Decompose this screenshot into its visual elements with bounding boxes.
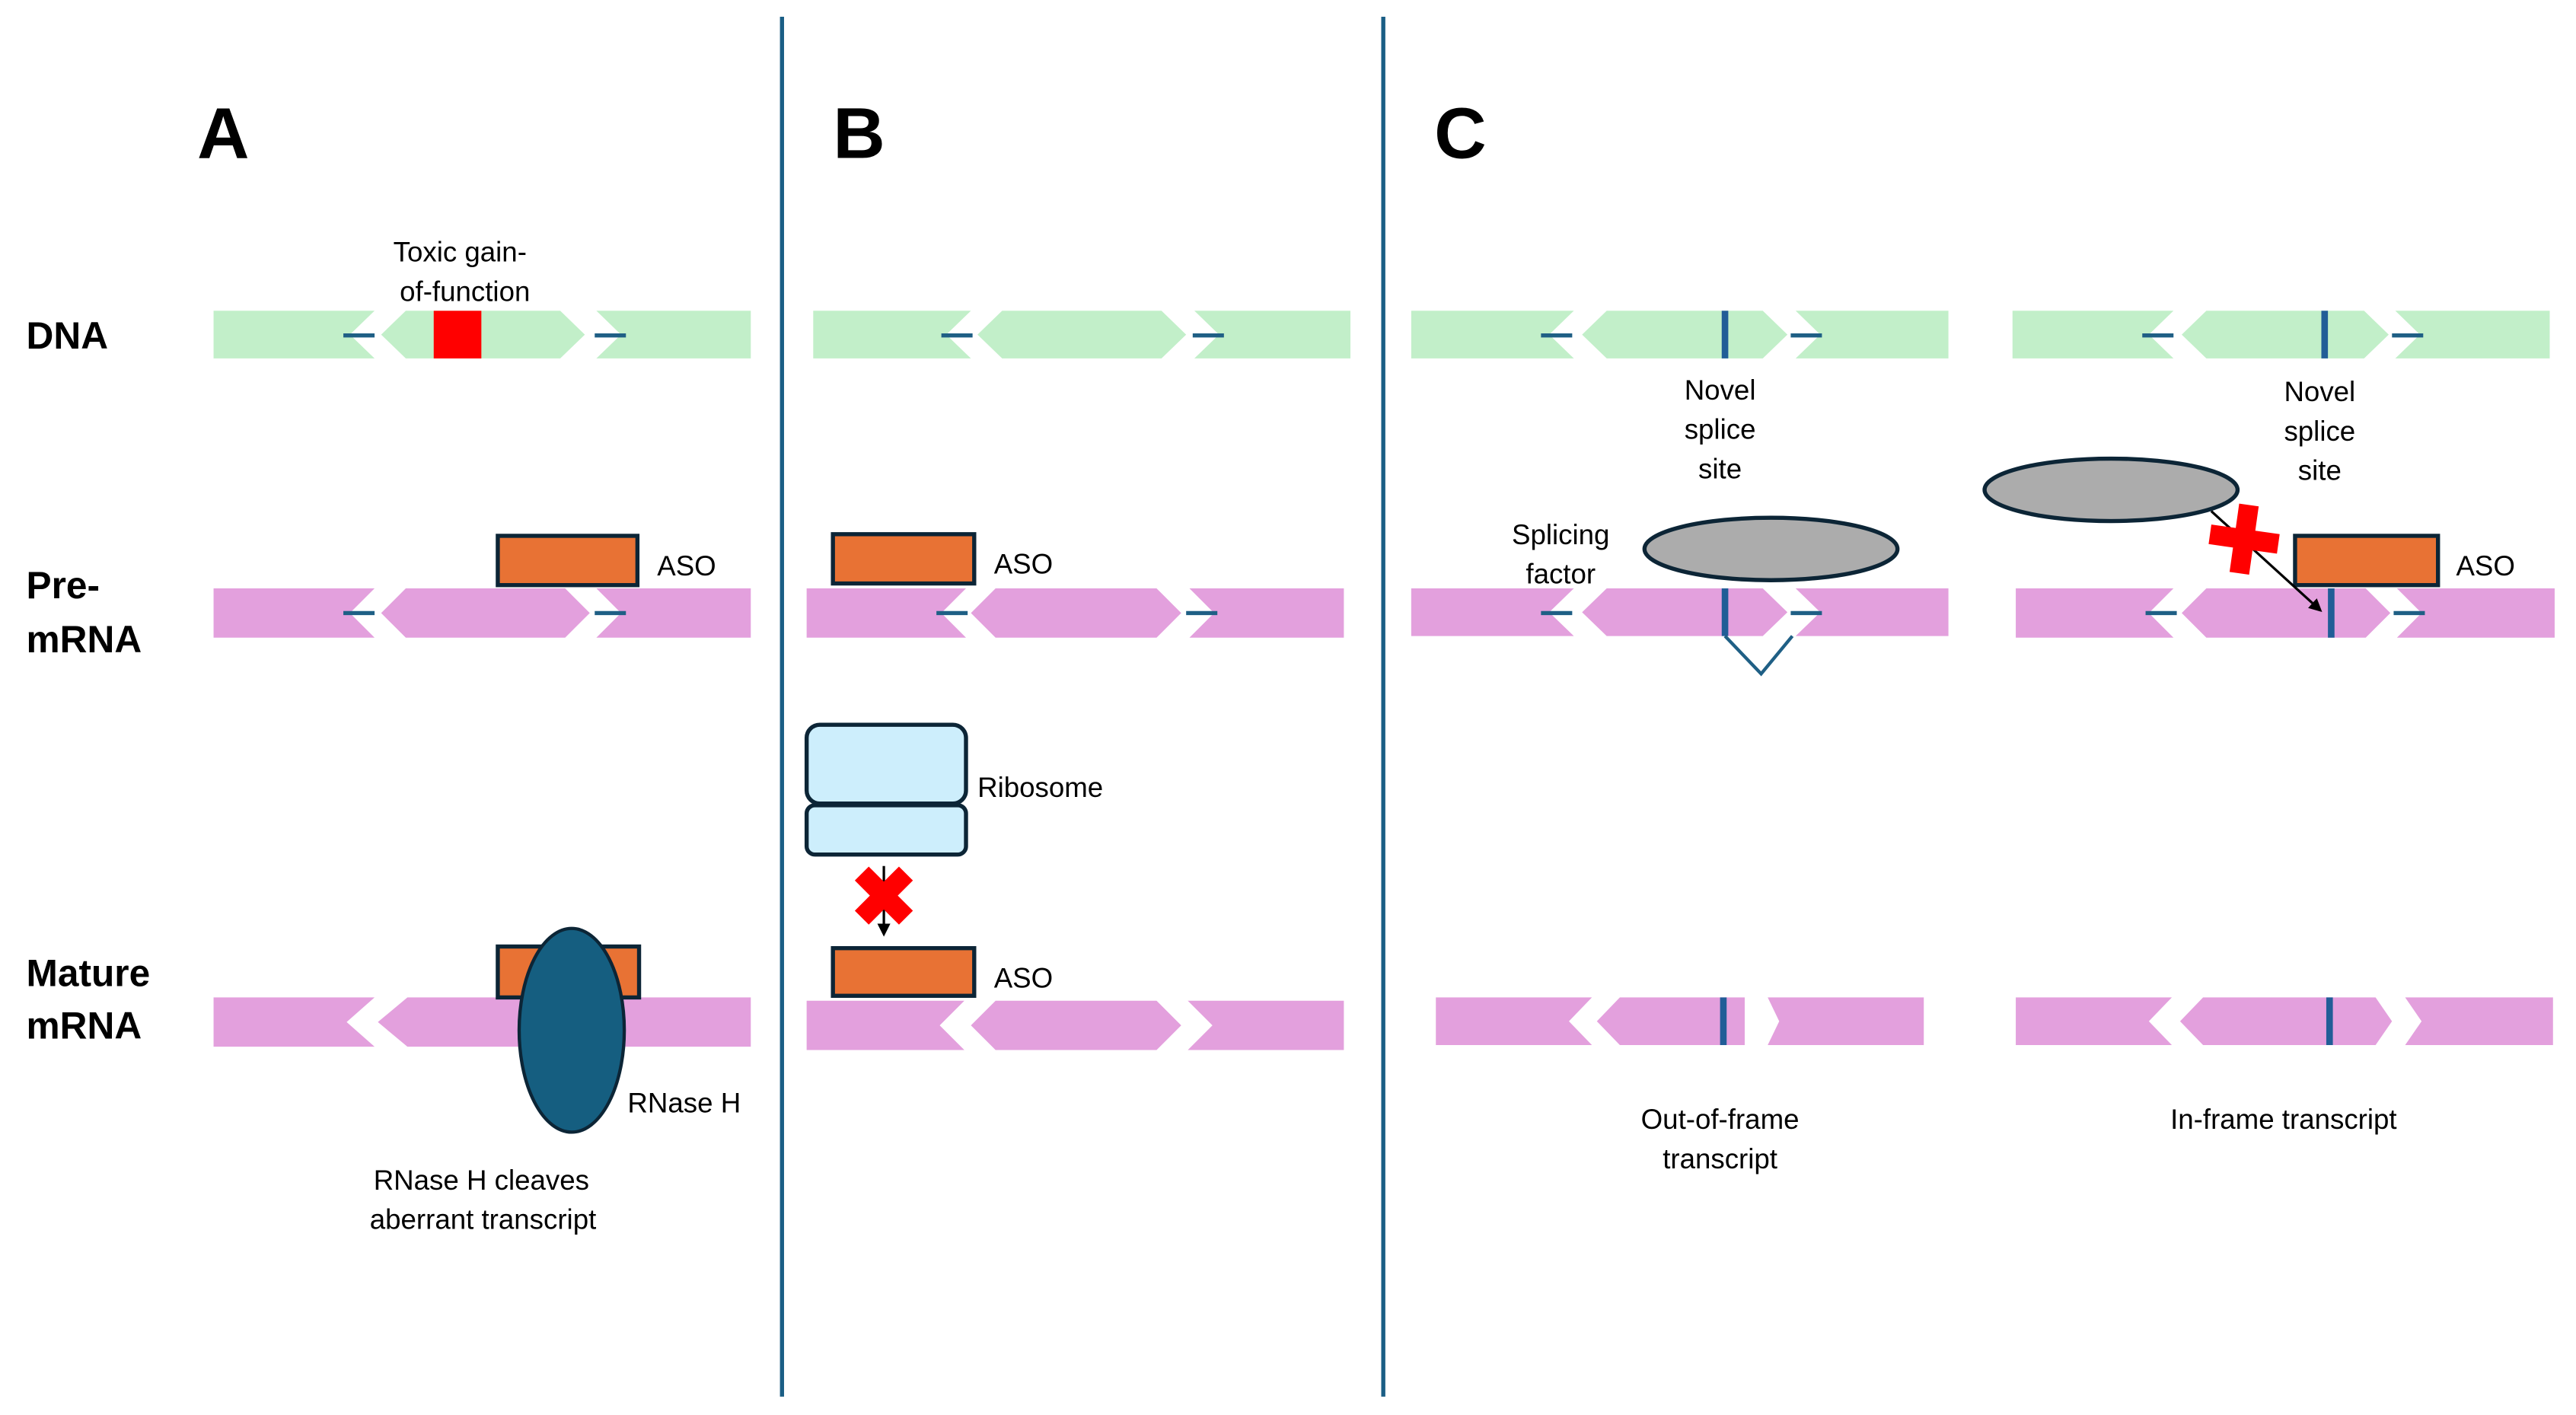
row-label-pre-mrna-2: mRNA [27,618,142,661]
exon-middle [2182,588,2391,638]
toxic-mutation [433,311,482,359]
exon-left [806,588,966,638]
novel-site-label-1: Novel [1685,374,1756,406]
panel-c-left: Novel splice site Splicing factor Out-of… [1411,311,1949,1174]
exon-left [1436,997,1592,1046]
row-label-pre-mrna-1: Pre- [27,564,100,607]
exon-left [2016,588,2174,638]
row-label-mature-2: mRNA [27,1004,142,1047]
panel-c-left-dna-gene [1411,311,1949,359]
exon-left [2012,311,2174,359]
exon-left [1411,588,1574,636]
panel-a-pre-mrna [213,588,751,638]
exon-left [806,1000,964,1050]
out-of-frame-caption-1: Out-of-frame [1641,1104,1800,1135]
panel-a-dna-gene [213,311,751,359]
ribosome [804,722,968,857]
panel-c-right-dna-gene [2012,311,2550,359]
exon-right [2396,588,2555,638]
aso-label-pre: ASO [994,549,1053,580]
splice-junction [1723,635,1794,677]
panel-c-right-mature-mrna [2016,997,2553,1046]
exon-left [813,311,971,359]
ribosome-large-subunit [804,722,968,806]
exon-middle [381,588,590,638]
block-x-icon [854,866,913,925]
row-label-dna: DNA [27,314,109,357]
exon-middle [381,311,585,359]
splicing-factor [1642,515,1900,582]
panel-c-left-pre-mrna [1411,588,1949,677]
panel-a: Toxic gain- of-function ASO RNase H RNas… [213,237,751,1235]
exon-left [2016,997,2173,1046]
exon-truncated [1596,997,1745,1046]
exon-right [596,311,751,359]
toxic-label-1: Toxic gain- [394,237,527,268]
in-frame-caption: In-frame transcript [2170,1104,2397,1135]
exon-right [1795,311,1949,359]
novel-site-label-3: site [1698,453,1742,484]
aso [831,532,977,586]
block-cross-icon [2208,503,2280,575]
panel-c-right: Novel splice site ASO In-frame transcrip… [1982,311,2555,1135]
row-label-mature-1: Mature [27,951,151,994]
rnase-h-label: RNase H [627,1087,741,1118]
exon-right [2405,997,2553,1046]
exon-middle [1582,588,1788,636]
splicing-factor-label-2: factor [1526,559,1596,590]
panel-b: ASO Ribosome ASO [804,311,1351,1050]
exon-middle [977,311,1187,359]
aso [496,534,640,588]
panel-letter-b: B [833,94,885,174]
panel-c-left-mature-mrna [1436,997,1924,1046]
exon-right [1194,311,1351,359]
rnase-caption-1: RNase H cleaves [374,1165,589,1196]
exon-middle [2182,311,2389,359]
novel-site-label-2: splice [2284,416,2355,447]
exon-left [213,588,375,638]
toxic-label-2: of-function [400,276,530,307]
novel-site-label-1: Novel [2284,376,2355,407]
splicing-factor [1982,456,2240,524]
exon-left [1411,311,1574,359]
panel-c-right-pre-mrna [2016,588,2555,638]
exon-right [1795,588,1949,636]
aso [2293,534,2441,588]
aso-label-mature: ASO [994,962,1053,993]
aso-label: ASO [2456,550,2514,582]
exon-right [1189,588,1344,638]
out-of-frame-caption-2: transcript [1663,1143,1777,1174]
panel-b-mature-mrna [806,1000,1344,1050]
panel-letter-c: C [1434,94,1487,174]
exon-right [1188,1000,1344,1050]
novel-site-label-3: site [2298,455,2342,486]
exon-middle [1582,311,1788,359]
rnase-caption-2: aberrant transcript [370,1204,597,1235]
novel-site-label-2: splice [1685,414,1756,445]
exon-left [213,311,375,359]
ribosome-label: Ribosome [977,772,1103,803]
aso [831,945,977,998]
panel-a-mature-mrna [213,997,751,1047]
panel-letter-a: A [197,94,250,174]
exon-right [1768,997,1924,1046]
panel-b-pre-mrna [806,588,1344,638]
exon-left [213,997,375,1047]
exon-middle [971,1000,1181,1050]
exon-middle [2179,997,2393,1046]
exon-middle [971,588,1181,638]
rnase-h-enzyme [517,926,626,1134]
exon-right [2395,311,2550,359]
panel-b-dna-gene [813,311,1351,359]
aso-label: ASO [657,550,716,582]
exon-right [596,588,751,638]
splicing-factor-label-1: Splicing [1512,519,1609,550]
ribosome-small-subunit [804,803,968,857]
